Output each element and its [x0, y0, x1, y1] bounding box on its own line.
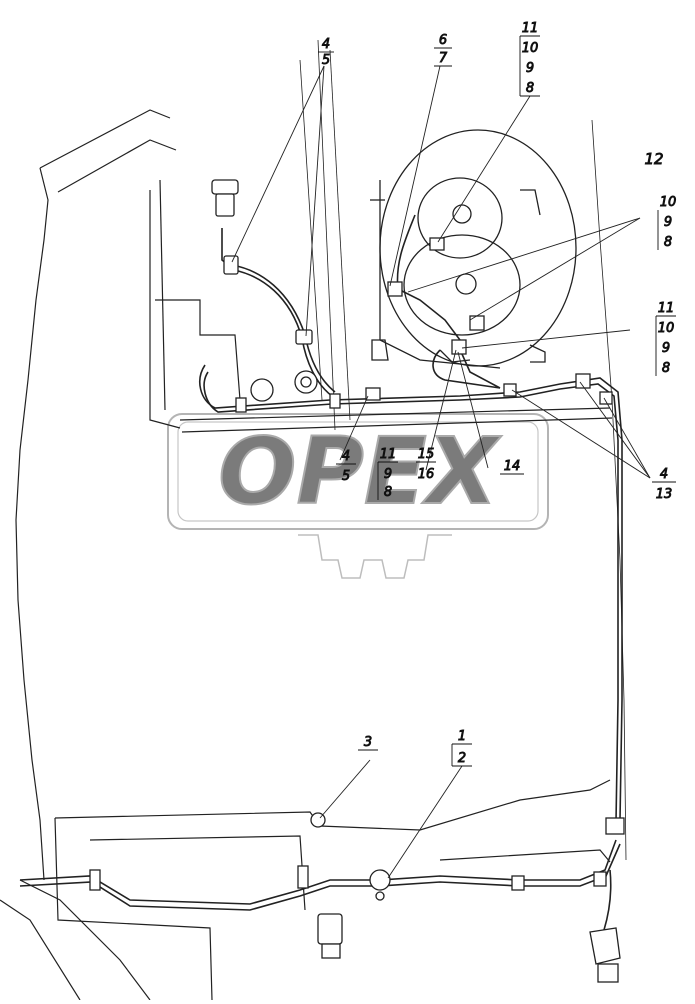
callout-15: 15	[418, 447, 435, 462]
callout-11-top: 11	[522, 21, 539, 36]
callout-10-top: 10	[522, 41, 539, 56]
callout-8-top: 8	[526, 81, 534, 96]
components	[89, 179, 625, 983]
callouts: 4 5 6 7 11 10 9 8 12 10 9 8 11 10 9 8 4 …	[318, 21, 677, 767]
callout-9-right2: 9	[662, 341, 670, 356]
callout-8-mid: 8	[384, 485, 392, 500]
callout-9-right: 9	[664, 215, 672, 230]
callout-16: 16	[418, 467, 435, 482]
callout-8-right: 8	[664, 235, 672, 250]
callout-4-mid: 4	[342, 449, 350, 464]
watermark: OPEX	[167, 413, 549, 579]
callout-3: 3	[364, 735, 372, 750]
heater-unit	[370, 129, 577, 369]
callout-12: 12	[644, 150, 663, 168]
callout-8-right2: 8	[662, 361, 670, 376]
callout-11-right: 11	[658, 301, 675, 316]
callout-7: 7	[439, 51, 448, 66]
leader-lines	[231, 65, 651, 879]
callout-10-right: 10	[660, 195, 677, 210]
callout-4-right: 4	[660, 467, 668, 482]
callout-11-mid: 11	[380, 447, 397, 462]
callout-5-mid: 5	[342, 469, 350, 484]
callout-10-right2: 10	[658, 321, 675, 336]
callout-5-top: 5	[322, 53, 330, 68]
callout-14: 14	[504, 459, 521, 474]
callout-1: 1	[458, 729, 466, 744]
callout-9-top: 9	[526, 61, 534, 76]
callout-6: 6	[439, 33, 447, 48]
callout-4-top: 4	[322, 37, 330, 52]
callout-9-mid: 9	[384, 467, 392, 482]
watermark-text: OPEX	[218, 418, 501, 525]
callout-13-right: 13	[656, 487, 673, 502]
callout-2: 2	[458, 751, 466, 766]
